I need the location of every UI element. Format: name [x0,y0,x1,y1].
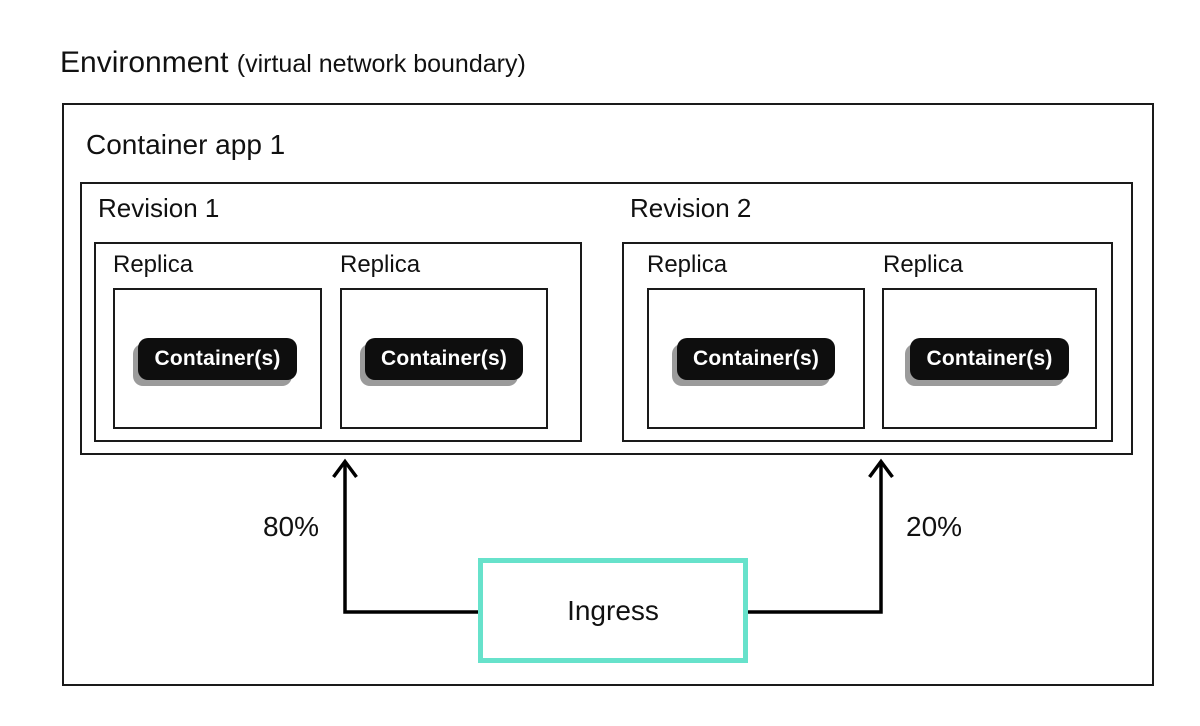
replica-box: Container(s) [340,288,548,429]
revision-1-label: Revision 1 [98,193,220,223]
replica-box: Container(s) [647,288,865,429]
traffic-percent-revision-1: 80% [262,511,319,542]
replica-label: Replica [340,251,421,278]
page-title: Environment (virtual network boundary) [60,46,526,80]
ingress-box: Ingress [478,558,748,663]
replica-box: Container(s) [882,288,1097,429]
page-title-sub: (virtual network boundary) [237,50,526,78]
replica-box: Container(s) [113,288,322,429]
containers-pill: Container(s) [676,337,836,380]
page-title-main: Environment [60,46,229,79]
page-title-sub-text: (virtual network boundary) [236,50,526,78]
revision-2-label: Revision 2 [630,193,752,223]
replica-label: Replica [113,251,194,278]
container-app-label: Container app 1 [86,129,286,160]
traffic-percent-revision-2: 20% [906,511,963,542]
containers-pill: Container(s) [364,337,524,380]
replica-label: Replica [647,251,728,278]
containers-pill: Container(s) [138,337,297,380]
containers-pill: Container(s) [910,337,1069,380]
ingress-label: Ingress [567,594,659,626]
replica-label: Replica [883,251,964,278]
